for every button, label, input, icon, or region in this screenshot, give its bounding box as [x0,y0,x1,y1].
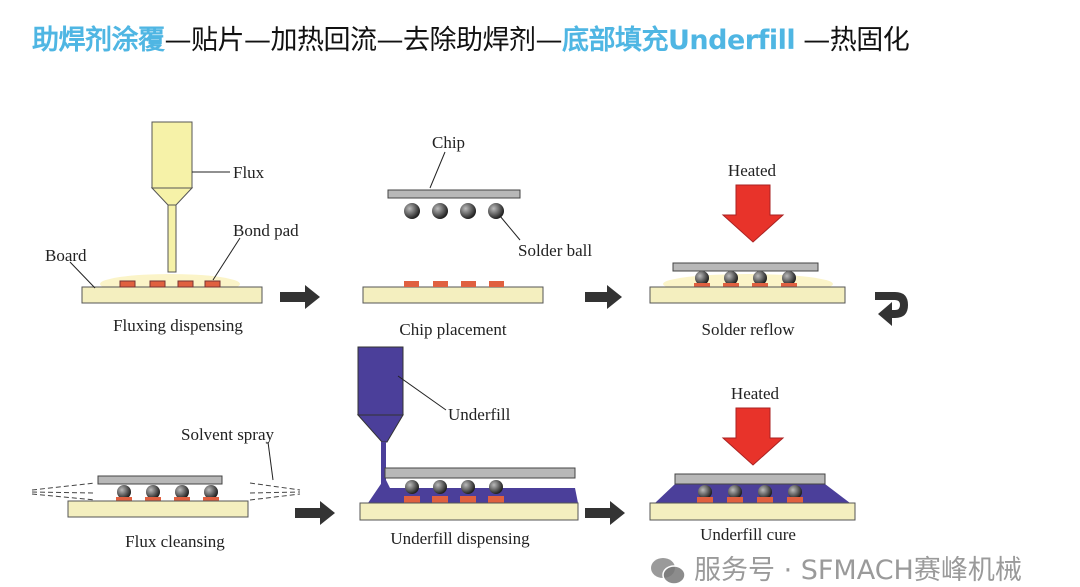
watermark-text: 服务号 · SFMACH赛峰机械 [694,555,1022,586]
watermark: 服务号 · SFMACH赛峰机械 [650,555,1022,586]
step-underfill-dispensing: Underfill Underfill dispensing [356,346,579,548]
step-solder-reflow: Heated Solder reflow [649,161,846,339]
curved-arrow-icon [875,292,908,326]
label: Solvent spray [181,425,275,444]
step-flux-cleansing: Solvent spray Flux cleansing [31,425,301,551]
step-caption: Flux cleansing [125,532,225,551]
arrow-right-icon [585,285,622,309]
flux-syringe [151,121,193,189]
step-caption: Underfill cure [700,525,796,544]
arrow-right-icon [585,501,625,525]
heat-arrow-icon [721,184,785,243]
underfill-syringe [357,346,404,416]
solvent-spray [31,482,301,501]
label: Underfill [448,405,511,424]
label: Heated [728,161,777,180]
step-fluxing-dispensing: Flux Bond pad Board Fluxing dispensing [45,121,299,335]
step-underfill-cure: Heated Underfill cure [649,384,856,544]
page-title: 助焊剂涂覆—贴片—加热回流—去除助焊剂—底部填充Underfill —热固化 [32,18,910,57]
step-caption: Fluxing dispensing [113,316,243,335]
title-part: —贴片—加热回流—去除助焊剂— [164,25,563,56]
label: Flux [233,163,265,182]
title-part: —热固化 [795,25,910,56]
arrow-right-icon [280,285,320,309]
title-part: 助焊剂涂覆 [32,25,165,56]
step-caption: Chip placement [399,320,506,339]
step-caption: Underfill dispensing [390,529,530,548]
arrow-right-icon [295,501,335,525]
step-chip-placement: Chip Solder ball Chip placement [362,133,592,339]
label: Heated [731,384,780,403]
label: Solder ball [518,241,592,260]
heat-arrow-icon [721,407,785,466]
title-part: 底部填充Underfill [562,25,796,56]
label: Board [45,246,87,265]
wechat-icon [651,557,686,585]
label: Chip [432,133,465,152]
board [81,286,263,304]
chip [387,189,521,199]
step-caption: Solder reflow [701,320,795,339]
label: Bond pad [233,221,299,240]
